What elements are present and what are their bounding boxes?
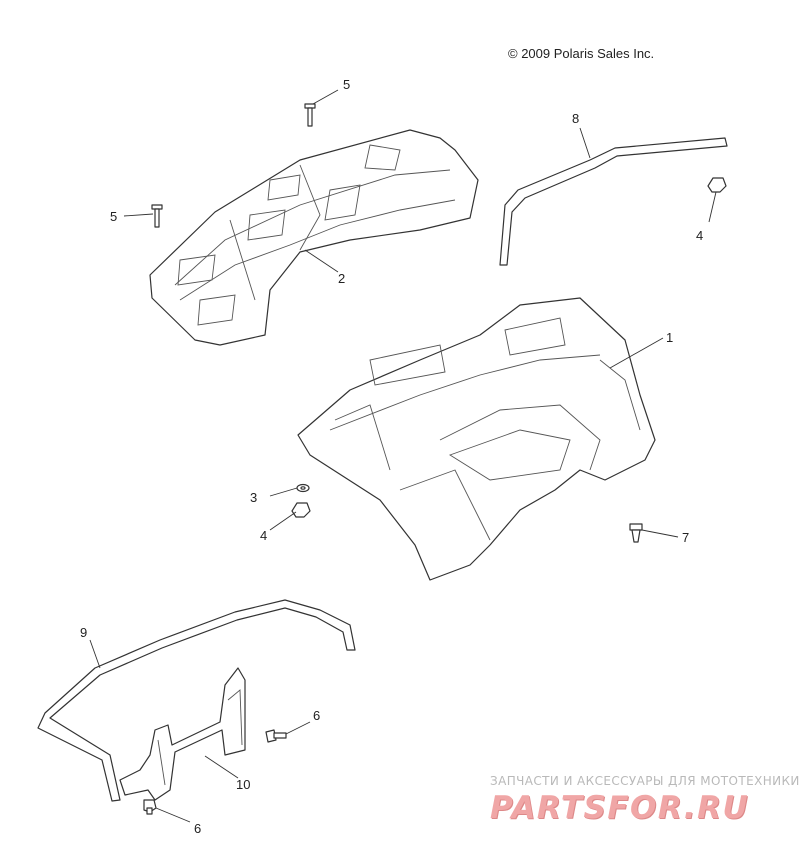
washer-3: [296, 483, 310, 493]
callout-10: 10: [236, 777, 250, 792]
callout-6-lower: 6: [194, 821, 201, 836]
rear-fender-part: [297, 297, 656, 581]
watermark-logo: PARTSFOR.RU: [490, 790, 750, 826]
callout-4-left: 4: [260, 528, 267, 543]
copyright-notice: © 2009 Polaris Sales Inc.: [508, 46, 655, 61]
bracket-part: [119, 667, 246, 801]
watermark-tagline: ЗАПЧАСТИ И АКСЕССУАРЫ ДЛЯ МОТОТЕХНИКИ: [490, 774, 800, 788]
callout-6-right: 6: [313, 708, 320, 723]
callout-5-upper: 5: [343, 77, 350, 92]
callout-2: 2: [338, 271, 345, 286]
bolt-5-upper: [304, 103, 316, 127]
callout-3: 3: [250, 490, 257, 505]
leader-lines: [89, 89, 717, 823]
bolt-6-right: [265, 729, 287, 743]
bolt-5-left: [151, 204, 163, 228]
nut-4-right: [707, 177, 727, 193]
bolt-6-lower: [143, 799, 157, 815]
callout-8: 8: [572, 111, 579, 126]
rear-rack-part: [149, 129, 479, 346]
nut-4-left: [291, 502, 311, 518]
callout-7: 7: [682, 530, 689, 545]
callout-4-right: 4: [696, 228, 703, 243]
callout-1: 1: [666, 330, 673, 345]
rack-bar-part: [499, 137, 728, 266]
frame-bar-part: [37, 599, 356, 802]
callout-9: 9: [80, 625, 87, 640]
push-rivet-7: [629, 523, 643, 543]
callout-5-left: 5: [110, 209, 117, 224]
